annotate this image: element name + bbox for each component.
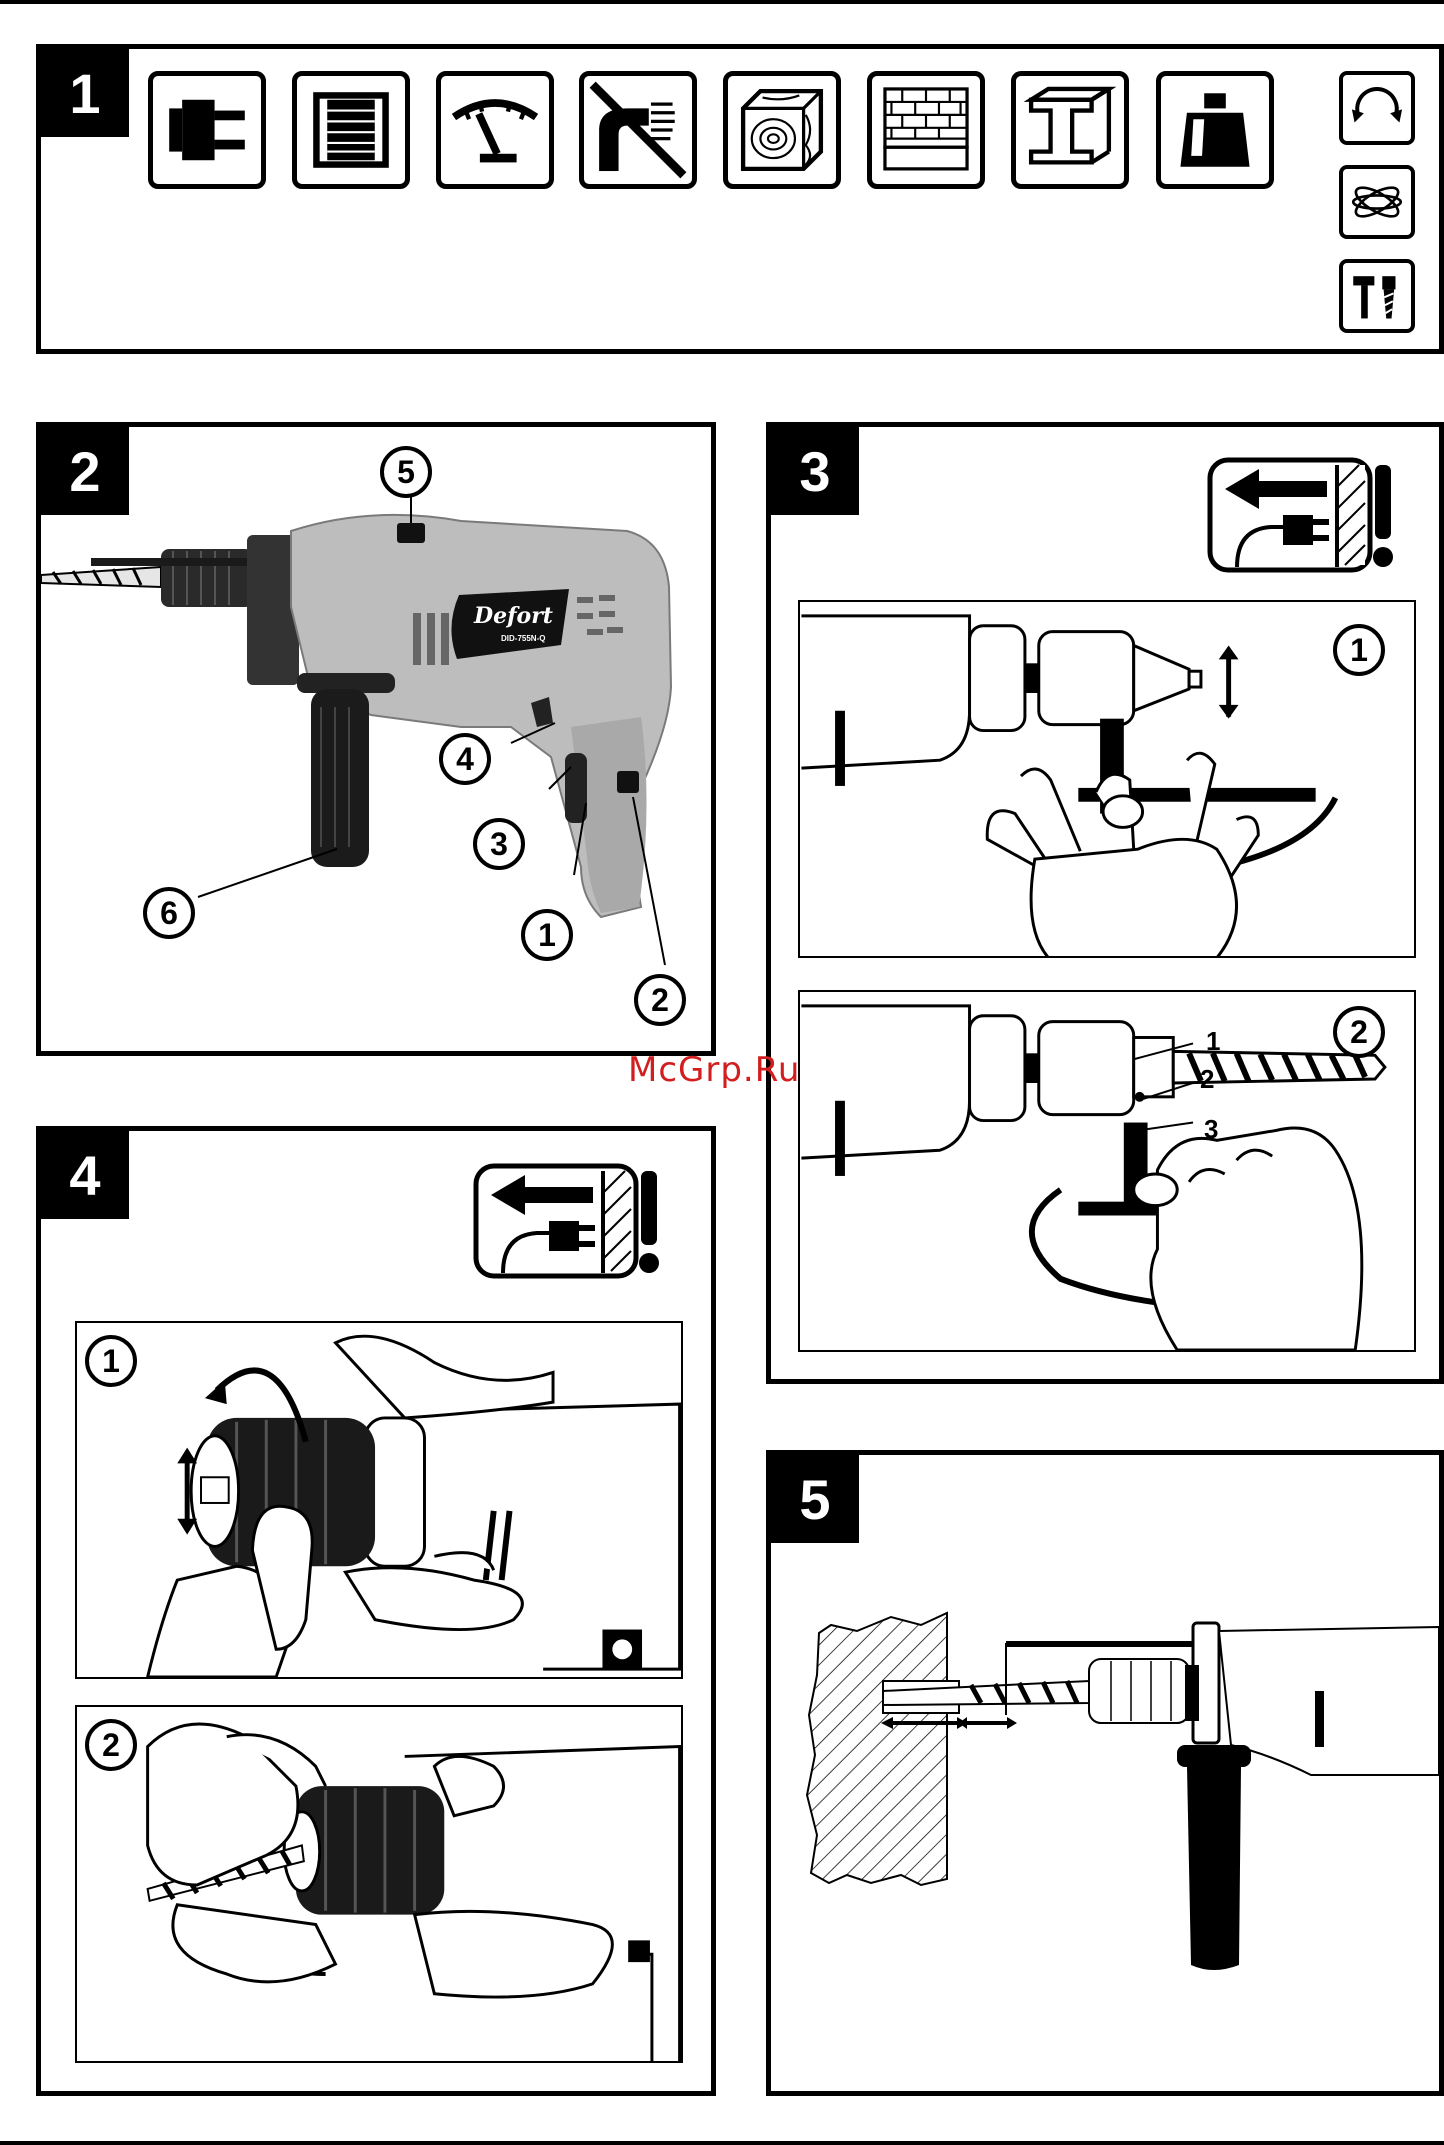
rotation-icon: [1339, 71, 1415, 145]
panel-number: 4: [41, 1131, 129, 1219]
hammer-drill-icon: [1339, 259, 1415, 333]
part-label-1: 1: [1206, 1026, 1220, 1057]
callout-3: 3: [473, 818, 525, 870]
figure-4-2: 2: [75, 1705, 683, 2063]
watermark-text: McGrp.Ru: [628, 1050, 800, 1090]
panel-3: 3: [766, 422, 1444, 1384]
figure-3-1: 1: [798, 600, 1416, 958]
unplug-warning-icon: [473, 1163, 663, 1281]
motor-icon: [292, 71, 410, 189]
side-handle[interactable]: [311, 689, 369, 867]
brick-icon: [867, 71, 985, 189]
wall: [807, 1613, 947, 1885]
callout-4: 4: [439, 733, 491, 785]
panel-number: 1: [41, 49, 129, 137]
drill-bit: [41, 567, 161, 587]
wood-icon: [723, 71, 841, 189]
callout-5: 5: [380, 446, 432, 498]
panel-5: 5: [766, 1450, 1444, 2096]
lock-button[interactable]: [617, 771, 639, 793]
figure-4-1: 1: [75, 1321, 683, 1679]
impact-icon: [1339, 165, 1415, 239]
drill-illustration: Defort DID-755N-Q: [41, 427, 711, 1051]
part-label-2: 2: [1200, 1064, 1214, 1095]
part-label-3: 3: [1204, 1114, 1218, 1145]
panel-number: 3: [771, 427, 859, 515]
model-text: DID-755N-Q: [501, 634, 545, 643]
panel-4: 4: [36, 1126, 716, 2096]
step-2-label: 2: [1333, 1006, 1385, 1058]
chuck: [161, 549, 253, 607]
callout-1: 1: [521, 909, 573, 961]
panel-2: 2 Defort DID-755N-Q: [36, 422, 716, 1056]
weight-icon: [1156, 71, 1274, 189]
panel-1: 1: [36, 44, 1444, 354]
bottom-rule: [0, 2141, 1444, 2145]
step-2-label: 2: [85, 1719, 137, 1771]
step-1-label: 1: [1333, 624, 1385, 676]
callout-2: 2: [634, 974, 686, 1026]
figure-3-2: 2 1 2 3: [798, 990, 1416, 1352]
brand-text: Defort: [473, 603, 553, 629]
plug-icon: [148, 71, 266, 189]
step-1-label: 1: [85, 1335, 137, 1387]
gauge-icon: [436, 71, 554, 189]
unplug-warning-icon: [1207, 457, 1397, 575]
mode-switch[interactable]: [397, 523, 425, 543]
no-metal-icon: [579, 71, 697, 189]
steel-beam-icon: [1011, 71, 1129, 189]
top-rule: [0, 0, 1444, 4]
depth-stop-illustration: [771, 1455, 1439, 2091]
callout-6: 6: [143, 887, 195, 939]
